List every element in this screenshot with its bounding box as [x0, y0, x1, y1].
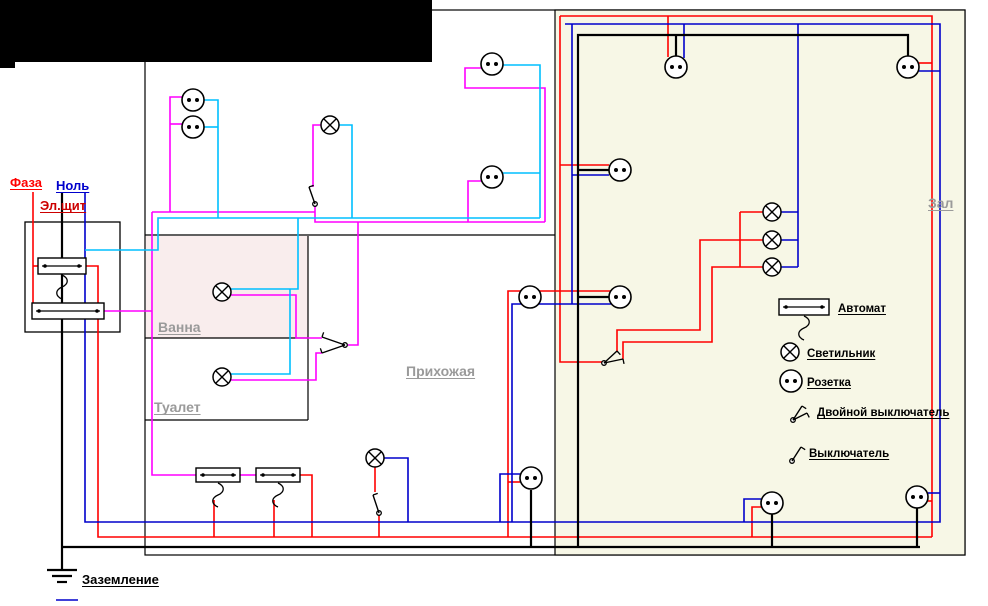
socket-symbol: [779, 369, 803, 393]
lamp-symbol: [365, 448, 385, 468]
wire-neutral: [743, 498, 761, 522]
socket-symbol: [905, 485, 929, 509]
switch-symbol: [372, 492, 382, 516]
breaker-symbol: [37, 257, 87, 300]
switch-symbol: [789, 446, 806, 464]
socket-symbol: [896, 55, 920, 79]
double-switch-symbol: [790, 405, 810, 423]
wire-room-phase: [467, 180, 481, 222]
wire-room-neutral: [85, 217, 540, 251]
lamp-symbol: [762, 202, 782, 222]
socket-symbol: [608, 285, 632, 309]
wire-room-phase: [231, 352, 322, 381]
wire-phase: [86, 265, 932, 538]
socket-symbol: [519, 466, 543, 490]
label-zazemlenie: Заземление: [82, 572, 159, 587]
lamp-symbol: [320, 115, 340, 135]
legend-label-vykl: Выключатель: [809, 448, 889, 460]
wire-room-neutral: [204, 99, 219, 218]
wire-room-neutral: [339, 124, 353, 218]
legend-label-rozetka: Розетка: [807, 377, 851, 389]
wire-phase: [300, 474, 313, 537]
wire-room-phase: [151, 212, 196, 476]
wire-phase: [751, 506, 761, 537]
label-elshit: Эл.щит: [40, 198, 86, 213]
legend-label-avtomat: Автомат: [838, 303, 886, 315]
wire-neutral: [384, 457, 409, 522]
breaker-symbol: [31, 302, 105, 320]
socket-symbol: [608, 158, 632, 182]
wire-neutral: [499, 473, 520, 522]
wire-phase: [507, 290, 611, 537]
wire-phase: [616, 239, 740, 351]
socket-symbol: [480, 165, 504, 189]
lamp-symbol: [780, 342, 800, 362]
room-zal: [554, 9, 966, 556]
redacted-area: [0, 0, 432, 62]
label-tualet: Туалет: [154, 399, 201, 415]
breaker-symbol: [255, 467, 301, 508]
lamp-symbol: [212, 367, 232, 387]
socket-symbol: [181, 115, 205, 139]
socket-symbol: [760, 491, 784, 515]
wire-phase: [622, 266, 740, 359]
breaker-symbol: [195, 467, 241, 508]
socket-symbol: [664, 55, 688, 79]
wire-neutral: [84, 23, 941, 523]
label-faza: Фаза: [10, 175, 43, 190]
wire-room-phase: [348, 222, 359, 346]
socket-symbol: [480, 52, 504, 76]
legend-label-dvoinoi: Двойной выключатель: [817, 407, 949, 419]
lamp-symbol: [762, 230, 782, 250]
label-vanna: Ванна: [158, 319, 201, 335]
double-switch-symbol: [601, 350, 625, 366]
wire-room-neutral: [231, 218, 299, 290]
wire-room-phase: [312, 124, 321, 187]
wire-phase: [560, 15, 933, 537]
wire-room-neutral: [503, 64, 541, 218]
lamp-symbol: [762, 257, 782, 277]
wire-room-phase: [464, 67, 546, 222]
wire-room-phase: [169, 96, 182, 212]
lamp-symbol: [212, 282, 232, 302]
legend-label-svetilnik: Светильник: [807, 348, 876, 360]
socket-symbol: [518, 285, 542, 309]
wire-phase: [559, 16, 602, 363]
socket-symbol: [181, 88, 205, 112]
wire-room-neutral: [231, 289, 291, 375]
label-zal: Зал: [928, 195, 953, 211]
label-nol: Ноль: [56, 178, 89, 193]
redacted-area: [0, 55, 15, 68]
switch-symbol: [308, 184, 318, 207]
label-prihozhaya: Прихожая: [406, 363, 475, 379]
wire-room-phase: [231, 294, 322, 339]
breaker-symbol: [778, 298, 830, 341]
wire-ground: [576, 33, 910, 547]
double-switch-symbol: [319, 332, 348, 354]
